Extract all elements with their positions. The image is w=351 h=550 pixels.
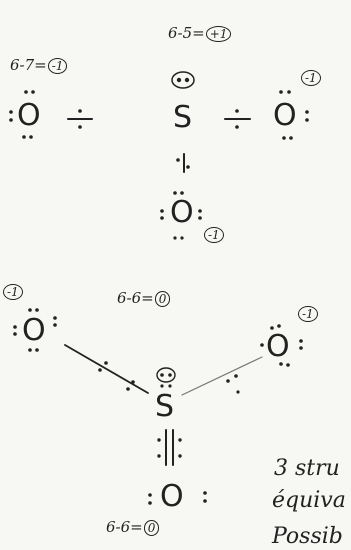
structure2-oxygen-left: O (22, 313, 46, 348)
structure1-sulfur: S (173, 100, 193, 135)
structure2-oxygen-bottom: O (160, 479, 184, 514)
structure1-charge-o-right: -1 (300, 69, 321, 86)
divide-symbol-left (67, 109, 93, 129)
double-bond-s-o-bottom-2 (157, 429, 182, 466)
circled-charge: 0 (154, 291, 171, 307)
lone-pairs-o-right-1 (279, 90, 309, 140)
lone-pairs-o-bottom-1 (160, 191, 202, 240)
bond-s-o-right-2 (181, 356, 263, 396)
s-formal-charge-calc-2: 6-6=0 (117, 289, 171, 307)
calc-expression: 6-6= (106, 518, 143, 536)
lone-pairs-o-left-1 (9, 90, 35, 139)
structure1-oxygen-left: O (17, 98, 41, 133)
circled-lone-pair-s (171, 71, 195, 89)
structure2-sulfur: S (155, 389, 175, 424)
structure1-charge-o-bottom: -1 (203, 226, 224, 243)
s-formal-charge-calc: 6-5=+1 (168, 24, 232, 42)
structure2-charge-o-left: -1 (2, 283, 23, 300)
note-line-1: 3 stru (274, 456, 340, 481)
o-formal-charge-calc-2: 6-6=0 (106, 518, 160, 536)
lone-pairs-o-right-2 (260, 324, 303, 367)
note-line-3: Possib (272, 524, 343, 549)
circled-charge: -1 (47, 58, 68, 74)
o-formal-charge-calc: 6-7=-1 (10, 56, 68, 74)
circled-charge: 0 (143, 520, 160, 536)
circled-lone-pair-s-2 (156, 367, 176, 388)
structure2-charge-o-right: -1 (297, 305, 318, 322)
lone-pairs-o-left-2 (13, 308, 57, 352)
calc-expression: 6-5= (168, 24, 205, 42)
structure2-oxygen-right: O (266, 329, 290, 364)
circled-charge: +1 (205, 26, 232, 42)
structure1-oxygen-right: O (273, 98, 297, 133)
bond-o-left-s-2 (64, 344, 149, 394)
structure1-oxygen-bottom: O (170, 195, 194, 230)
calc-expression: 6-7= (10, 56, 47, 74)
bond-s-o-bottom-1 (176, 153, 190, 173)
divide-symbol-right (224, 109, 251, 129)
calc-expression: 6-6= (117, 289, 154, 307)
note-line-2: équiva (272, 488, 346, 513)
lone-pairs-o-bottom-2 (148, 491, 207, 505)
